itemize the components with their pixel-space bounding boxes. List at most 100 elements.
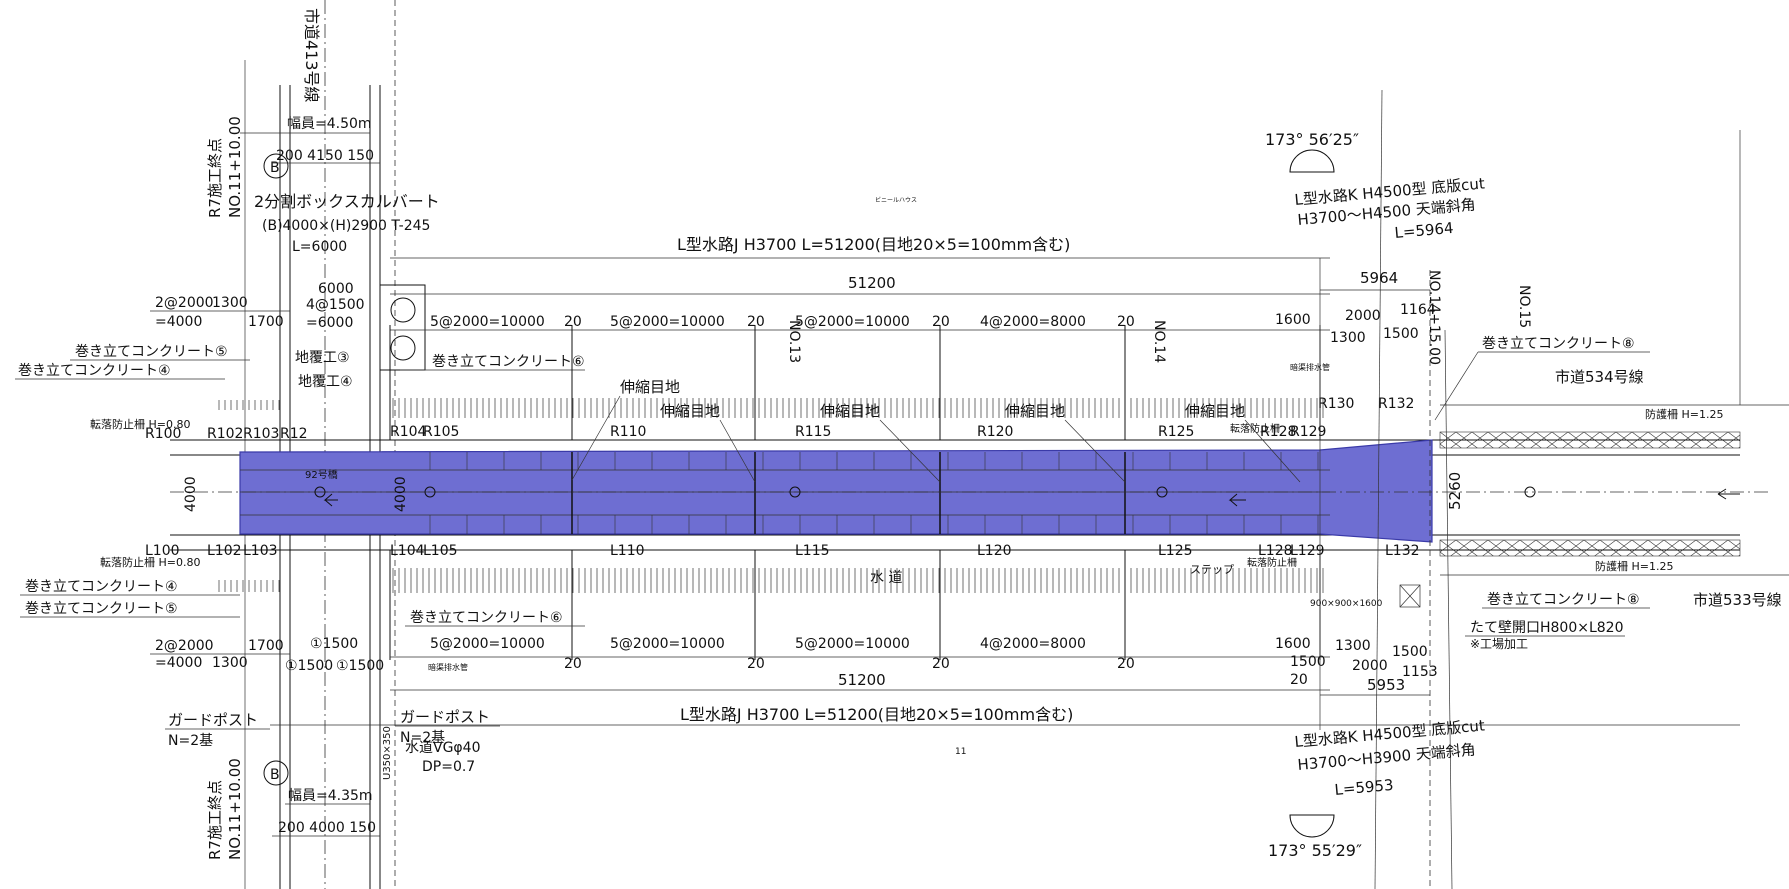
upper-station-label: R105 <box>423 424 459 440</box>
road-413-label: 市道413号線 <box>302 8 321 103</box>
top-joint-label: 20 <box>1117 314 1135 330</box>
station-no15: NO.15 <box>1516 285 1532 328</box>
left-dim-bot: 2@2000 <box>155 638 214 654</box>
culvert-span-right: 4000 <box>393 476 409 512</box>
bot-joint-label: 20 <box>932 656 950 672</box>
wall-opening-note: ※工場加工 <box>1470 637 1528 651</box>
upper-station-label: R125 <box>1158 424 1194 440</box>
upper-station-label: R128 <box>1260 424 1296 440</box>
covering-4: 地覆工④ <box>298 374 353 390</box>
section-marker-top <box>263 153 289 179</box>
left-dim-bot-1300: 1300 <box>212 655 248 671</box>
channel-j-total-top: 51200 <box>848 274 896 292</box>
section-marker-bot-label: B <box>270 767 280 783</box>
r7-end-label-bot: R7施工終点 <box>206 780 224 860</box>
wall-opening: たて壁開口H800×L820 <box>1470 620 1624 636</box>
concrete-6-top: 巻き立てコンクリート⑥ <box>432 354 585 370</box>
upper-station-label: R100 <box>145 426 181 442</box>
channel-k-top-2000: 2000 <box>1345 308 1381 324</box>
angle-top: 173° 56′25″ <box>1265 130 1359 149</box>
top-segment-label: 4@2000=8000 <box>980 314 1086 330</box>
channel-j-total-bot: 51200 <box>838 671 886 689</box>
upper-station-label: R12 <box>280 426 308 442</box>
vinyl-house: ビニールハウス <box>875 196 917 204</box>
bot-segment-label: 5@2000=10000 <box>795 636 910 652</box>
width-top-dims: 200 4150 150 <box>276 148 374 164</box>
circ-1500-b: ①1500 <box>285 658 333 674</box>
joint-label-3: 伸縮目地 <box>820 402 880 420</box>
width-bot-dims: 200 4000 150 <box>278 820 376 836</box>
small-mark: 11 <box>955 747 966 757</box>
channel-k-bot-1500: 1500 <box>1392 644 1428 660</box>
lower-station-label: L102 <box>207 543 242 559</box>
bridge-no: 92号橋 <box>305 468 338 481</box>
bot-joint-label: 20 <box>747 656 765 672</box>
top-joint-label: 20 <box>932 314 950 330</box>
channel-k-top-dim: 5964 <box>1360 269 1398 287</box>
upper-station-label: R104 <box>390 424 427 440</box>
bot-segment-label: 5@2000=10000 <box>610 636 725 652</box>
station-no13: NO.13 <box>786 320 802 363</box>
fence-mid-bot: 転落防止柵 <box>1247 556 1297 569</box>
fence-left-bot: 転落防止柵 H=0.80 <box>100 555 200 569</box>
guard-post-mid-n: N=2基 <box>400 729 445 746</box>
width-top: 幅員=4.50m <box>287 116 372 132</box>
culvert-title: 2分割ボックスカルバート <box>254 192 440 211</box>
concrete-4-top: 巻き立てコンクリート④ <box>18 363 171 379</box>
upper-station-label: R103 <box>243 426 279 442</box>
guard-post-left-n: N=2基 <box>168 732 213 749</box>
xhatch-bot-right <box>1439 539 1741 557</box>
channel-k-bot-length: L=5953 <box>1334 776 1394 799</box>
bot-joint-label: 20 <box>564 656 582 672</box>
r7-end-no-top: NO.11+10.00 <box>226 116 244 218</box>
culvert-eq6000: =6000 <box>306 315 353 331</box>
step-label: ステップ <box>1190 563 1234 576</box>
lower-station-label: L103 <box>243 543 278 559</box>
lower-station-label: L110 <box>610 543 645 559</box>
section-marker-bot <box>263 760 289 786</box>
top-segment-label: 5@2000=10000 <box>795 314 910 330</box>
channel-j-top: L型水路J H3700 L=51200(目地20×5=100mm含む) <box>677 235 1070 254</box>
box-900: 900×900×1600 <box>1310 599 1383 609</box>
concrete-5-top: 巻き立てコンクリート⑤ <box>75 344 228 360</box>
channel-j-joint-20-end: 20 <box>1290 672 1308 688</box>
lower-station-label: L115 <box>795 543 830 559</box>
channel-k-top-length: L=5964 <box>1394 219 1454 242</box>
concrete-8-bot: 巻き立てコンクリート⑧ <box>1487 592 1640 608</box>
culvert-size: (B)4000×(H)2900 T-245 <box>262 218 430 234</box>
left-dim-top: 2@2000 <box>155 295 214 311</box>
channel-j-end-1500-bot: 1500 <box>1290 654 1326 670</box>
u-ditch: U350×350 <box>382 726 393 780</box>
culvert-6000: 6000 <box>318 281 354 297</box>
hatch-bot-left <box>214 580 284 592</box>
upper-station-label: R132 <box>1378 396 1414 412</box>
channel-blue <box>170 439 1770 543</box>
station-no14: NO.14 <box>1151 320 1167 363</box>
top-joint-label: 20 <box>747 314 765 330</box>
water-text: 水 道 <box>870 570 902 586</box>
guard-post-left: ガードポスト <box>168 711 258 729</box>
circ-1500-a: ①1500 <box>310 636 358 652</box>
road-534-label: 市道534号線 <box>1555 368 1644 386</box>
channel-k-bot-dim: 5953 <box>1367 676 1405 694</box>
drain-bot: 暗渠排水管 <box>428 662 468 672</box>
hatch-top-main <box>390 398 1325 418</box>
concrete-8-top: 巻き立てコンクリート⑧ <box>1482 336 1635 352</box>
fence-right-bot: 防護柵 H=1.25 <box>1595 559 1673 573</box>
concrete-4-bot: 巻き立てコンクリート④ <box>25 579 178 595</box>
joint-label-5: 伸縮目地 <box>1185 402 1245 420</box>
upper-station-label: R102 <box>207 426 243 442</box>
r7-end-label-top: R7施工終点 <box>206 138 224 218</box>
bot-joint-label: 20 <box>1117 656 1135 672</box>
covering-3: 地覆工③ <box>295 350 350 366</box>
concrete-5-bot: 巻き立てコンクリート⑤ <box>25 601 178 617</box>
water-pipe-label: 水道VGφ40 <box>405 740 480 756</box>
bot-segment-label: 5@2000=10000 <box>430 636 545 652</box>
culvert-length: L=6000 <box>292 239 347 255</box>
section-marker-top-label: B <box>270 160 280 176</box>
fence-right-top: 防護柵 H=1.25 <box>1645 407 1723 421</box>
culvert-4at1500: 4@1500 <box>306 297 365 313</box>
lower-station-label: L132 <box>1385 543 1420 559</box>
